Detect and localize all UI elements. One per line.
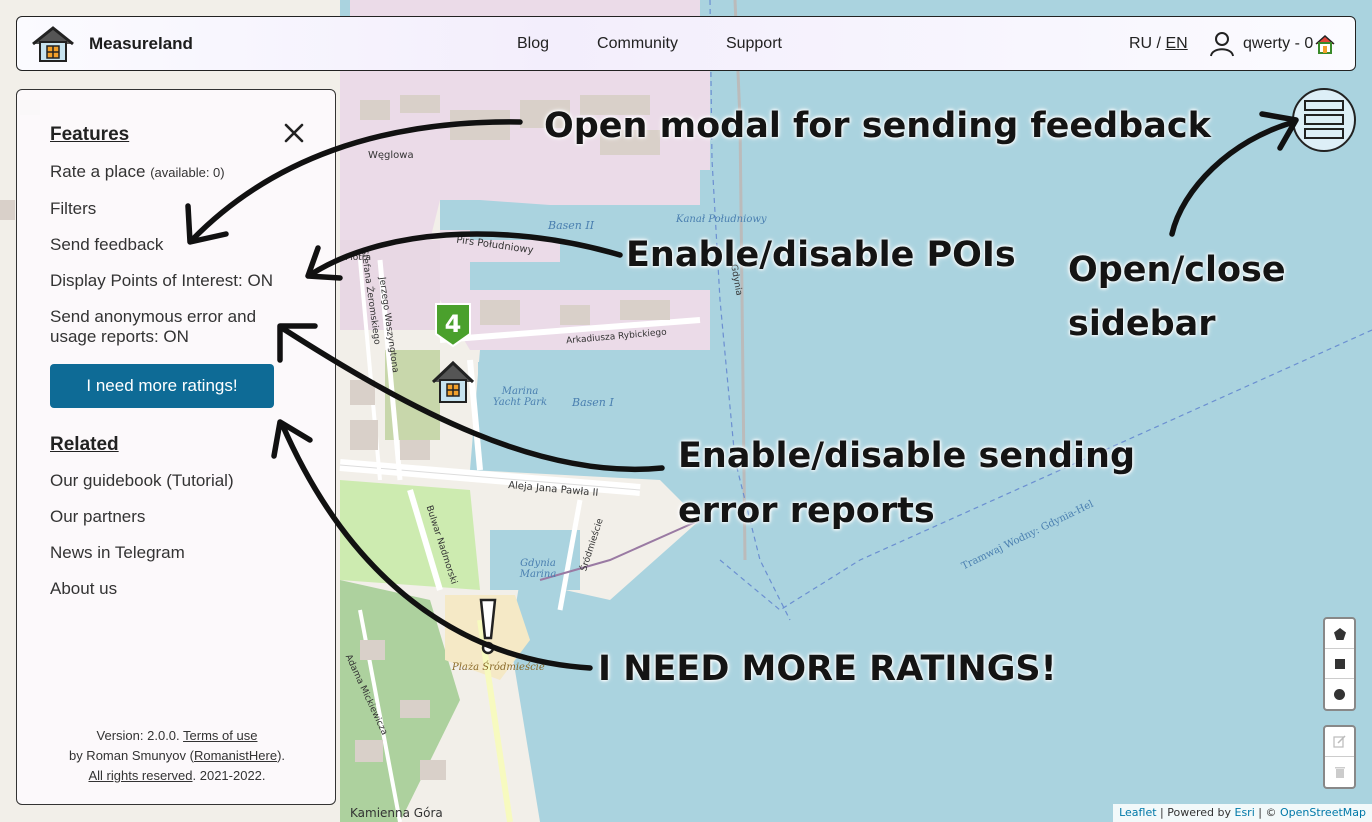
display-poi-toggle[interactable]: Display Points of Interest: ON [50, 271, 273, 290]
send-reports-toggle[interactable]: Send anonymous error and usage reports: … [50, 307, 256, 347]
delete-layers-button[interactable] [1325, 757, 1354, 787]
nav-support[interactable]: Support [725, 35, 782, 52]
map-label-piotra: Piotra [345, 253, 371, 263]
sidebar-footer: Version: 2.0.0. Terms of use by Roman Sm… [17, 726, 337, 786]
rate-available-count: (available: 0) [150, 165, 225, 180]
polygon-draw-icon [1333, 627, 1346, 640]
rating-house-icon [1315, 34, 1335, 54]
close-icon[interactable] [283, 122, 305, 144]
user-icon [1210, 32, 1234, 57]
draw-rectangle-button[interactable] [1325, 649, 1354, 679]
lang-ru[interactable]: RU [1129, 35, 1153, 52]
partners-link[interactable]: Our partners [50, 507, 146, 526]
send-feedback-item[interactable]: Send feedback [50, 235, 164, 254]
copyright-text: | © [1254, 806, 1280, 819]
send-reports-label-line1: Send anonymous error and [50, 307, 257, 326]
rectangle-draw-icon [1334, 658, 1345, 669]
rate-place-item[interactable]: Rate a place (available: 0) [50, 162, 225, 183]
nav-blog[interactable]: Blog [517, 35, 550, 52]
map-label-weglowa: Węglowa [368, 150, 414, 161]
rating-count-marker-label: 4 [445, 310, 462, 338]
map-label-gdynia-marina: Gdynia Marina [519, 558, 557, 580]
edit-toolbar [1323, 725, 1356, 789]
features-heading: Features [50, 124, 130, 145]
terms-link[interactable]: Terms of use [183, 728, 258, 743]
sidebar-toggle-button[interactable] [1292, 88, 1356, 152]
guidebook-link[interactable]: Our guidebook (Tutorial) [50, 471, 234, 490]
leaflet-link[interactable]: Leaflet [1119, 806, 1157, 819]
map-label-basen2: Basen II [548, 219, 595, 232]
esri-link[interactable]: Esri [1234, 806, 1255, 819]
edit-icon [1333, 735, 1346, 748]
draw-polygon-button[interactable] [1325, 619, 1354, 649]
place-house-marker[interactable] [430, 360, 476, 404]
user-name-score: qwerty - 0 [1243, 35, 1314, 52]
sidebar: Features Rate a place (available: 0) Fil… [16, 89, 336, 805]
map-label-basen1: Basen I [572, 396, 614, 409]
edit-layers-button[interactable] [1325, 727, 1354, 757]
warning-exclamation-marker[interactable] [478, 598, 498, 656]
lang-en[interactable]: EN [1165, 35, 1188, 52]
nav-community[interactable]: Community [597, 35, 678, 52]
user-menu[interactable]: qwerty - 0 [1209, 31, 1335, 57]
circle-draw-icon [1334, 688, 1345, 700]
map-label-marina-yacht: Marina Yacht Park [492, 386, 548, 408]
map-label-kanal: Kanał Południowy [676, 214, 767, 225]
osm-link[interactable]: OpenStreetMap [1279, 806, 1366, 819]
language-switcher: RU / EN [1129, 35, 1188, 53]
main-nav: Blog Community Support [517, 35, 782, 53]
author-text: by Roman Smunyov ( [68, 748, 194, 763]
more-ratings-button[interactable]: I need more ratings! [50, 364, 274, 408]
trash-icon [1334, 766, 1345, 778]
top-header: Measureland Blog Community Support RU / … [16, 16, 1356, 71]
filters-item[interactable]: Filters [50, 199, 97, 218]
map-label-kamienna: Kamienna Góra [350, 806, 443, 820]
lang-separator: / [1152, 35, 1166, 52]
powered-by-text: | Powered by [1156, 806, 1235, 819]
send-reports-label-line2: usage reports: ON [50, 327, 189, 346]
draw-toolbar [1323, 617, 1356, 711]
rating-count-marker[interactable]: 4 [434, 302, 474, 348]
version-text: Version: 2.0.0. [96, 728, 180, 743]
draw-circle-button[interactable] [1325, 679, 1354, 709]
related-heading: Related [50, 434, 119, 455]
years-text: . 2021-2022. [192, 768, 266, 783]
map-label-plaza: Plaża Śródmieście [452, 662, 545, 673]
house-logo-icon[interactable] [31, 26, 75, 62]
hamburger-menu-icon [1304, 100, 1344, 139]
author-link[interactable]: RomanistHere [193, 748, 278, 763]
rate-place-label: Rate a place [50, 162, 146, 181]
brand-name[interactable]: Measureland [89, 34, 193, 53]
map-attribution: Leaflet | Powered by Esri | © OpenStreet… [1113, 804, 1372, 822]
telegram-link[interactable]: News in Telegram [50, 543, 185, 562]
about-link[interactable]: About us [50, 579, 118, 598]
author-text-end: ). [277, 748, 286, 763]
rights-link[interactable]: All rights reserved [88, 768, 193, 783]
